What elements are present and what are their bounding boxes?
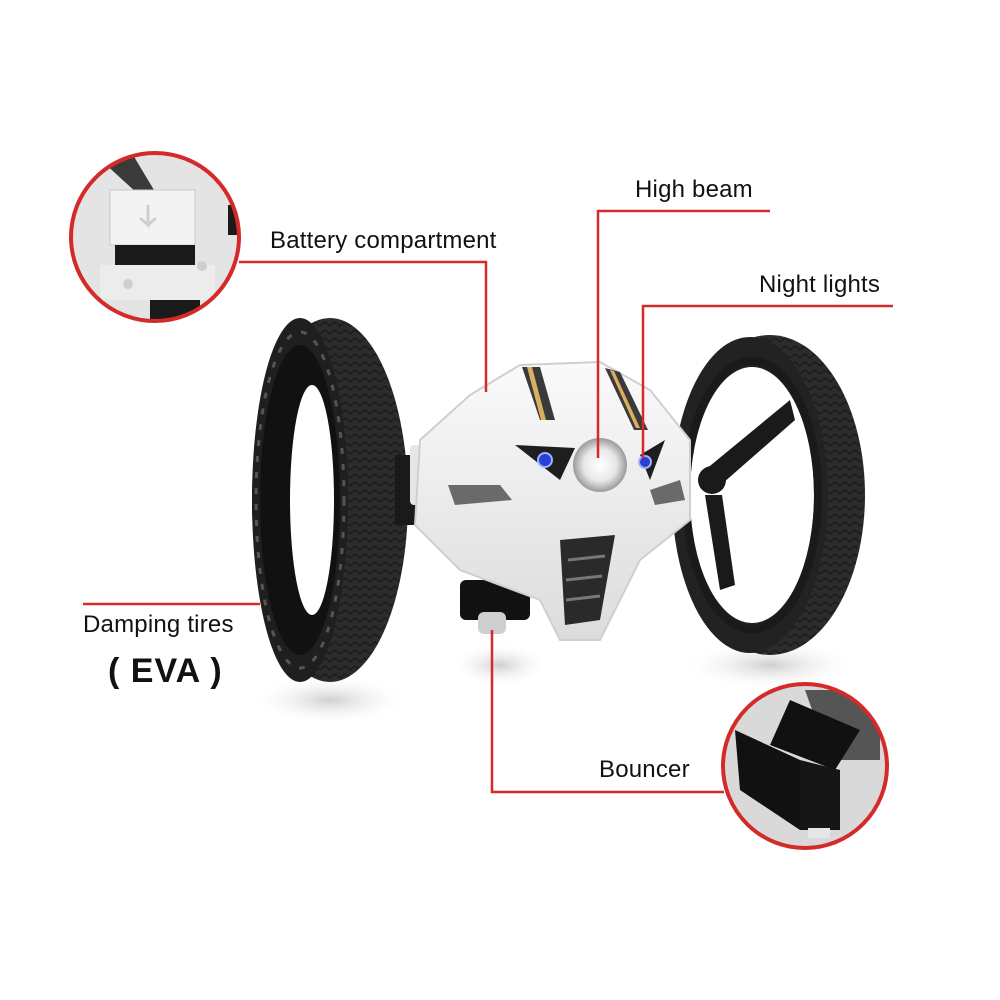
damping-tires-label: Damping tires <box>83 611 234 638</box>
callout-lines <box>83 209 893 794</box>
high-beam-light <box>573 438 627 492</box>
night-lights-label: Night lights <box>759 271 881 298</box>
right-tire <box>672 335 865 655</box>
left-tire <box>252 318 408 682</box>
night-light-left <box>537 452 553 468</box>
bouncer-reflection <box>450 643 550 687</box>
high-beam-callout-line <box>596 209 770 458</box>
night-lights-callout-line <box>641 304 893 458</box>
battery-callout-line <box>239 260 488 392</box>
car-body <box>413 360 691 641</box>
night-light-right <box>638 455 652 469</box>
bouncer-detail-circle <box>721 682 889 850</box>
battery-detail-circle <box>69 151 241 323</box>
left-tire-reflection <box>250 675 410 725</box>
bouncer-label: Bouncer <box>599 756 690 783</box>
bouncer-callout-line <box>490 630 724 794</box>
right-tire-reflection <box>680 640 860 690</box>
battery-compartment-label: Battery compartment <box>270 227 497 254</box>
eva-label: ( EVA ) <box>108 652 223 690</box>
high-beam-label: High beam <box>635 176 753 203</box>
